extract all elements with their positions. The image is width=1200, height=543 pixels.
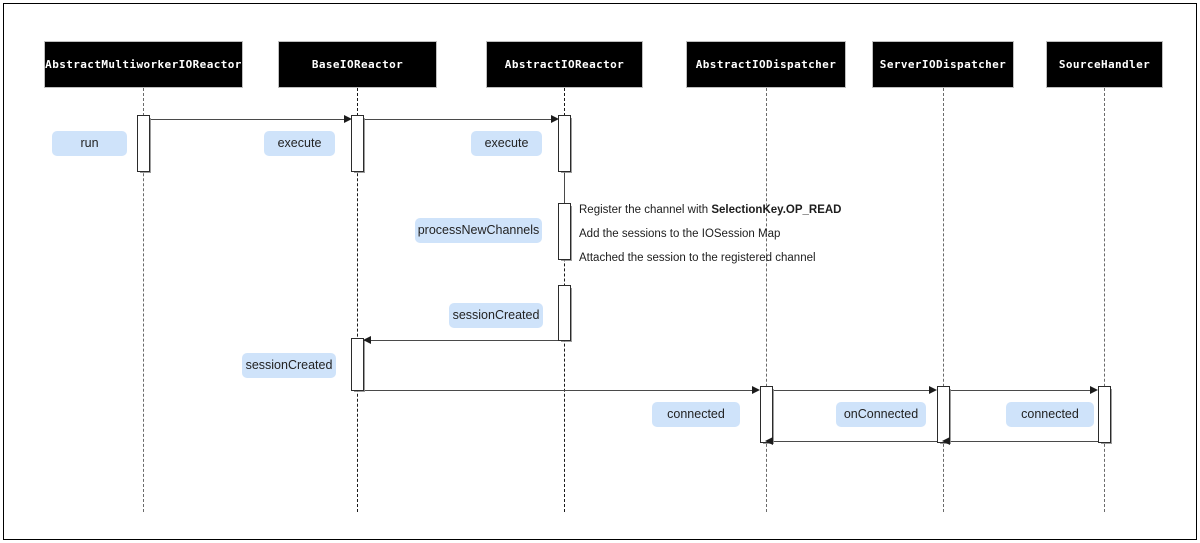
arrow-head-execute-1 — [551, 115, 559, 123]
message-line-dispatcher-return — [773, 441, 938, 442]
message-label-session-created-1: sessionCreated — [449, 303, 543, 328]
message-label-connected: connected — [652, 402, 740, 427]
activation-bar-server-io-dispatcher — [937, 386, 950, 443]
participant-label: AbstractIOReactor — [504, 58, 625, 71]
activation-bar-abstract-io-reactor-3 — [558, 285, 571, 341]
message-line-session-created-1 — [364, 340, 559, 341]
note-line-2-prefix: Add the sessions to the IOSession Map — [579, 228, 781, 240]
message-line-process-new-channels — [564, 172, 565, 203]
arrow-head-run — [344, 115, 352, 123]
note-line-3-prefix: Attached the session to the registered c… — [579, 252, 816, 264]
arrow-head-on-connected — [1090, 386, 1098, 394]
lifeline-source-handler — [1104, 88, 1105, 512]
arrow-head-session-created-1 — [363, 336, 371, 344]
participant-label: AbstractMultiworkerIOReactor — [45, 58, 242, 71]
arrow-head-connected-return — [942, 437, 950, 445]
activation-bar-abstract-io-dispatcher — [760, 386, 773, 443]
participant-server-io-dispatcher[interactable]: ServerIODispatcher — [872, 41, 1014, 88]
message-label-connected-return: connected — [1006, 402, 1094, 427]
message-line-connected — [773, 390, 930, 391]
participant-abstract-multiworker-io-reactor[interactable]: AbstractMultiworkerIOReactor — [44, 41, 243, 88]
activation-bar-base-io-reactor-2 — [351, 338, 364, 391]
note-line-1-bold: SelectionKey.OP_READ — [711, 204, 842, 216]
message-line-on-connected — [950, 390, 1091, 391]
lifeline-base-io-reactor — [357, 88, 358, 512]
message-line-run — [150, 119, 350, 120]
note-line-1-prefix: Register the channel with — [579, 204, 712, 216]
participant-label: BaseIOReactor — [311, 58, 404, 71]
diagram-frame-border — [3, 3, 1197, 540]
arrow-head-session-created-2 — [752, 386, 760, 394]
participant-label: AbstractIODispatcher — [695, 58, 837, 71]
activation-bar-abstract-io-reactor-2 — [558, 203, 571, 260]
message-label-run: run — [52, 131, 127, 156]
participant-source-handler[interactable]: SourceHandler — [1046, 41, 1163, 88]
arrow-head-dispatcher-return — [765, 437, 773, 445]
participant-base-io-reactor[interactable]: BaseIOReactor — [278, 41, 437, 88]
participant-label: ServerIODispatcher — [879, 58, 1007, 71]
activation-bar-abstract-multiworker-io-reactor — [137, 115, 150, 172]
lifeline-server-io-dispatcher — [943, 88, 944, 512]
arrow-head-connected — [929, 386, 937, 394]
message-line-session-created-2 — [364, 390, 752, 391]
message-label-execute-2: execute — [471, 131, 542, 156]
note-line-1: Register the channel with SelectionKey.O… — [579, 203, 842, 217]
lifeline-abstract-io-dispatcher — [766, 88, 767, 512]
activation-bar-abstract-io-reactor-1 — [558, 115, 571, 172]
message-line-connected-return — [950, 441, 1098, 442]
participant-abstract-io-reactor[interactable]: AbstractIOReactor — [486, 41, 643, 88]
message-label-session-created-2: sessionCreated — [242, 353, 336, 378]
participant-abstract-io-dispatcher[interactable]: AbstractIODispatcher — [686, 41, 846, 88]
note-annotation-block: Register the channel with SelectionKey.O… — [579, 203, 842, 275]
message-label-on-connected: onConnected — [836, 402, 926, 427]
participant-label: SourceHandler — [1058, 58, 1151, 71]
lifeline-abstract-multiworker-io-reactor — [143, 88, 144, 512]
activation-bar-base-io-reactor-1 — [351, 115, 364, 172]
message-line-execute-1 — [364, 119, 557, 120]
message-label-execute-1: execute — [264, 131, 335, 156]
note-line-2: Add the sessions to the IOSession Map — [579, 227, 842, 241]
note-line-3: Attached the session to the registered c… — [579, 251, 842, 265]
message-label-process-new-channels: processNewChannels — [415, 218, 542, 243]
activation-bar-source-handler — [1098, 386, 1111, 443]
